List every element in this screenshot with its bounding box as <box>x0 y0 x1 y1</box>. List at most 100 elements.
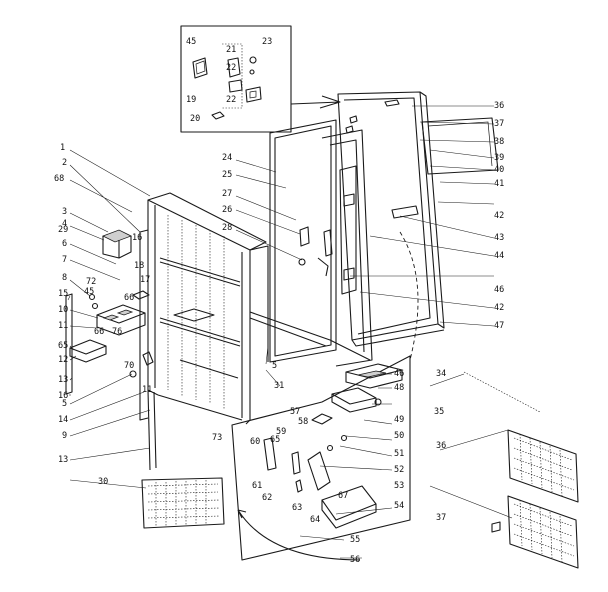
callout: 19 <box>186 95 196 105</box>
callout: 11 <box>142 385 152 395</box>
callout: 27 <box>222 189 232 199</box>
callout: 11 <box>58 321 68 331</box>
callout: 50 <box>394 431 404 441</box>
callout: 37 <box>436 513 446 523</box>
callout: 16 <box>58 391 68 401</box>
callout: 34 <box>436 369 446 379</box>
callout: 65 <box>58 341 68 351</box>
callout: 67 <box>338 491 348 501</box>
callout: 30 <box>98 477 108 487</box>
callout: 51 <box>394 449 404 459</box>
callout: 9 <box>62 431 67 441</box>
callout: 45 <box>84 287 94 297</box>
callout: 23 <box>262 37 272 47</box>
callout: 1 <box>60 143 65 153</box>
callout: 62 <box>262 493 272 503</box>
callout: 45 <box>186 37 196 47</box>
callout: 5 <box>272 361 277 371</box>
callout: 6 <box>62 239 67 249</box>
callout: 20 <box>190 114 200 124</box>
inset-detail-box <box>180 25 341 133</box>
arrow-57 <box>237 509 361 561</box>
callout: 61 <box>252 481 262 491</box>
callout: 42 <box>494 303 504 313</box>
callout: 7 <box>62 255 67 265</box>
callout: 26 <box>222 205 232 215</box>
callout: 8 <box>62 273 67 283</box>
callout: 41 <box>494 179 504 189</box>
callout: 54 <box>394 501 404 511</box>
callout: 63 <box>292 503 302 513</box>
callout: 36 <box>436 441 446 451</box>
swing-line <box>399 231 419 361</box>
outer-door <box>337 91 499 347</box>
side-grilles <box>463 371 579 569</box>
callout: 22 <box>226 95 236 105</box>
vertical-tube <box>147 389 157 471</box>
callouts-inset: 45 21 22 22 23 19 20 <box>186 37 272 124</box>
bottom-grille <box>141 477 225 529</box>
callout: 43 <box>494 233 504 243</box>
callout: 49 <box>394 415 404 425</box>
callout: 48 <box>394 383 404 393</box>
control-parts <box>69 229 154 378</box>
hinge-assembly <box>298 226 333 277</box>
callouts-center: 24 25 27 26 28 5 31 73 <box>212 153 284 443</box>
callout: 76 <box>112 327 122 337</box>
leader-lines <box>67 105 513 559</box>
callout: 65 <box>270 435 280 445</box>
callout: 57 <box>290 407 300 417</box>
callout: 70 <box>124 361 134 371</box>
callout: 73 <box>212 433 222 443</box>
callout: 47 <box>494 321 504 331</box>
callout: 52 <box>394 465 404 475</box>
callouts-lower: 46 48 49 50 51 52 53 54 55 56 57 58 59 6… <box>250 369 404 565</box>
lower-detail-box <box>231 355 411 561</box>
callout: 68 <box>54 174 64 184</box>
callout: 29 <box>58 225 68 235</box>
callout: 46 <box>394 369 404 379</box>
callouts-left: 1 2 68 3 4 29 6 7 8 15 10 11 65 12 13 16… <box>54 143 152 487</box>
callout: 44 <box>494 251 504 261</box>
callout: 13 <box>58 375 68 385</box>
callouts-right: 36 37 38 39 40 41 42 43 44 46 42 47 34 3… <box>434 101 504 523</box>
callout: 72 <box>86 277 96 287</box>
door-gasket <box>249 119 371 363</box>
callout: 56 <box>350 555 360 565</box>
callout: 2 <box>62 158 67 168</box>
callout: 13 <box>58 455 68 465</box>
callout: 28 <box>222 223 232 233</box>
callout: 24 <box>222 153 232 163</box>
callout: 18 <box>134 261 144 271</box>
callout: 66 <box>94 327 104 337</box>
cabinet-liner <box>65 192 267 425</box>
callout: 39 <box>494 153 504 163</box>
callout: 55 <box>350 535 360 545</box>
callout: 64 <box>310 515 320 525</box>
callout: 59 <box>276 427 286 437</box>
callout: 38 <box>494 137 504 147</box>
callout: 60 <box>250 437 260 447</box>
callout: 15 <box>58 289 68 299</box>
callout: 53 <box>394 481 404 491</box>
callout: 42 <box>494 211 504 221</box>
callout: 5 <box>62 399 67 409</box>
callout: 22 <box>226 63 236 73</box>
callout: 25 <box>222 170 232 180</box>
callout: 40 <box>494 165 504 175</box>
callout: 4 <box>62 219 67 229</box>
callout: 37 <box>494 119 504 129</box>
callout: 3 <box>62 207 67 217</box>
callout: 66 <box>124 293 134 303</box>
callout: 16 <box>132 233 142 243</box>
callout: 58 <box>298 417 308 427</box>
callout: 21 <box>226 45 236 55</box>
callout: 36 <box>494 101 504 111</box>
callout: 12 <box>58 355 68 365</box>
callout: 14 <box>58 415 68 425</box>
callout: 17 <box>140 275 150 285</box>
callout: 46 <box>494 285 504 295</box>
callout: 31 <box>274 381 284 391</box>
callout: 35 <box>434 407 444 417</box>
